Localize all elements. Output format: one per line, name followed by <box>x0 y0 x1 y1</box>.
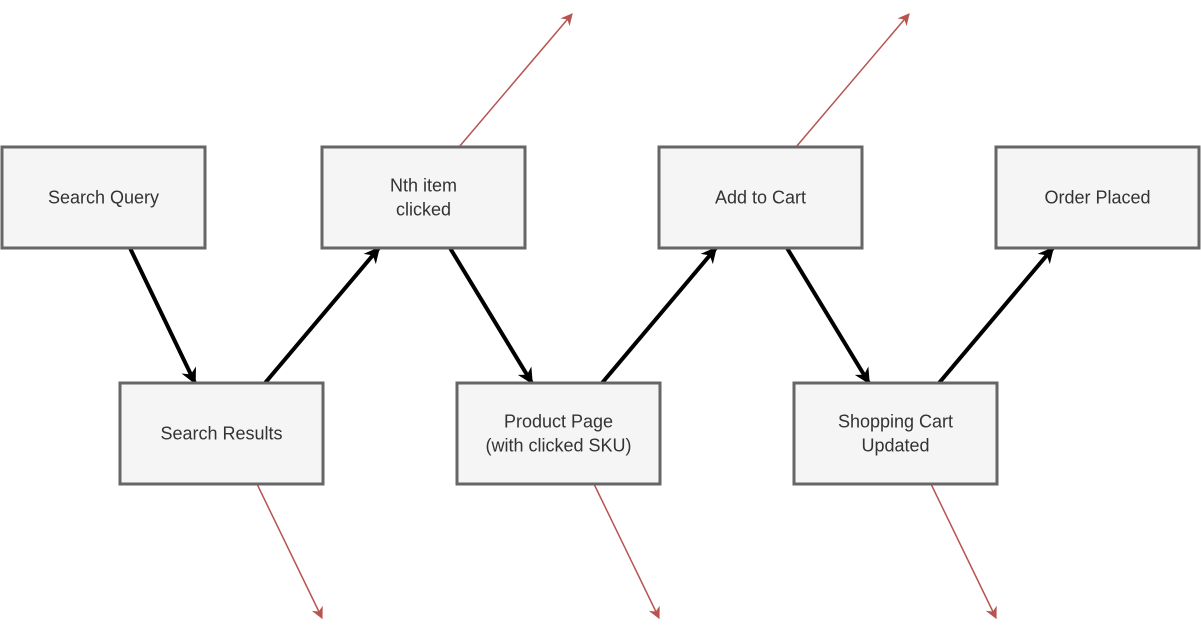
node-search-query: Search Query <box>0 145 207 250</box>
node-nth-item-clicked: Nth item clicked <box>320 145 527 250</box>
node-box <box>994 145 1201 250</box>
node-box <box>792 381 999 486</box>
flow-arrow-product-page-to-add-to-cart <box>600 246 718 385</box>
node-box <box>0 145 207 250</box>
node-label: Product Page <box>504 412 613 432</box>
node-label: Search Results <box>160 424 282 444</box>
exit-arrow-shopping-cart-updated <box>930 483 997 620</box>
flow-arrow-shopping-cart-updated-to-order-placed <box>937 246 1055 385</box>
node-product-page: Product Page (with clicked SKU) <box>455 381 662 486</box>
node-label: Order Placed <box>1044 188 1150 208</box>
node-search-results: Search Results <box>118 381 325 486</box>
node-box <box>657 145 864 250</box>
node-box <box>118 381 325 486</box>
node-label: Search Query <box>48 188 159 208</box>
exit-arrow-product-page <box>593 483 660 620</box>
node-box <box>320 145 527 250</box>
node-box <box>455 381 662 486</box>
flow-arrow-search-results-to-nth-item-clicked <box>263 246 381 385</box>
node-label: Shopping Cart <box>838 412 953 432</box>
node-label: Updated <box>861 436 929 456</box>
node-add-to-cart: Add to Cart <box>657 145 864 250</box>
node-order-placed: Order Placed <box>994 145 1201 250</box>
node-label: Nth item <box>390 176 457 196</box>
exit-arrow-add-to-cart <box>795 13 910 148</box>
node-label: clicked <box>396 200 451 220</box>
node-label: Add to Cart <box>715 188 806 208</box>
flow-arrow-nth-item-clicked-to-product-page <box>448 246 534 385</box>
edge-layer <box>128 13 1055 620</box>
exit-arrow-search-results <box>256 483 323 620</box>
exit-arrow-nth-item-clicked <box>458 13 573 148</box>
node-label: (with clicked SKU) <box>485 436 631 456</box>
flow-arrow-search-query-to-search-results <box>128 247 197 385</box>
flow-arrow-add-to-cart-to-shopping-cart-updated <box>785 246 871 385</box>
